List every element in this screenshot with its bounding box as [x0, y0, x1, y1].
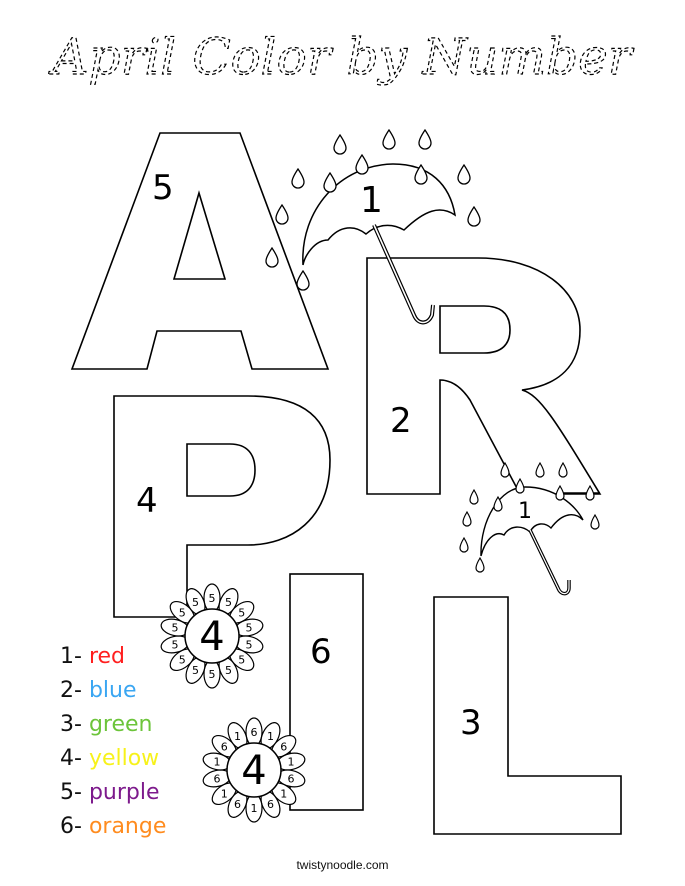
color-legend: 1- red 2- blue 3- green 4- yellow 5- pur… [60, 640, 166, 844]
legend-number: 4- [60, 746, 82, 771]
small-umbrella[interactable] [480, 486, 600, 596]
petal-number: 5 [171, 622, 178, 635]
legend-row-6: 6- orange [60, 810, 166, 844]
petal-number: 5 [238, 606, 245, 619]
letter-i-number: 6 [310, 632, 332, 672]
petal-number: 1 [234, 730, 241, 743]
petal-number: 5 [209, 668, 216, 681]
legend-row-1: 1- red [60, 640, 166, 674]
letter-l[interactable] [433, 596, 622, 835]
petal-number: 5 [171, 638, 178, 651]
legend-color-name: green [88, 712, 153, 737]
petal-number: 6 [267, 798, 274, 811]
petal-number: 1 [267, 730, 274, 743]
legend-number: 1- [60, 644, 82, 669]
petal-number: 5 [192, 596, 199, 609]
petal-number: 5 [246, 638, 253, 651]
letter-r-number: 2 [390, 401, 412, 441]
petal-number: 5 [238, 654, 245, 667]
flower-center[interactable] [184, 608, 240, 664]
flower-center-number: 4 [241, 748, 266, 794]
petal-number: 5 [179, 606, 186, 619]
letter-i[interactable] [289, 573, 364, 811]
petal-number: 1 [288, 756, 295, 769]
title-text: April Color by Number [48, 28, 634, 86]
legend-number: 3- [60, 712, 82, 737]
legend-color-name: blue [88, 678, 137, 703]
raindrops-large [265, 128, 481, 291]
letter-a-number: 5 [152, 168, 174, 208]
legend-row-3: 3- green [60, 708, 166, 742]
petal-number: 6 [234, 798, 241, 811]
letter-a[interactable] [70, 132, 330, 370]
raindrops-small [459, 461, 600, 573]
legend-row-4: 4- yellow [60, 742, 166, 776]
letter-p-number: 4 [136, 481, 158, 521]
petal-number: 5 [246, 622, 253, 635]
petal-number: 6 [251, 726, 258, 739]
legend-color-name: yellow [88, 746, 160, 771]
petal-number: 5 [225, 596, 232, 609]
petal-number: 5 [192, 664, 199, 677]
letter-r[interactable] [366, 257, 602, 495]
petal-number: 1 [251, 802, 258, 815]
petal-number: 6 [288, 772, 295, 785]
legend-number: 6- [60, 814, 82, 839]
legend-color-name: red [88, 644, 125, 669]
small-umbrella-number: 1 [518, 499, 532, 524]
legend-color-name: purple [88, 780, 160, 805]
legend-color-name: orange [88, 814, 167, 839]
page-title: April Color by Number [0, 22, 685, 102]
letter-p[interactable] [113, 395, 331, 618]
legend-number: 2- [60, 678, 82, 703]
legend-number: 5- [60, 780, 82, 805]
petal-number: 5 [225, 664, 232, 677]
petal-number: 6 [221, 740, 228, 753]
flower-center-number: 4 [199, 614, 224, 660]
petal-number: 1 [280, 788, 287, 801]
site-credit: twistynoodle.com [296, 858, 389, 872]
petal-number: 6 [213, 772, 220, 785]
petal-number: 1 [213, 756, 220, 769]
legend-row-5: 5- purple [60, 776, 166, 810]
petal-number: 1 [221, 788, 228, 801]
letter-l-number: 3 [460, 703, 482, 743]
petal-number: 6 [280, 740, 287, 753]
petal-number: 5 [209, 592, 216, 605]
flower-center[interactable] [226, 742, 282, 798]
title-tracing: April Color by Number [48, 27, 635, 86]
large-umbrella-number: 1 [360, 180, 383, 221]
petal-number: 5 [179, 654, 186, 667]
legend-row-2: 2- blue [60, 674, 166, 708]
